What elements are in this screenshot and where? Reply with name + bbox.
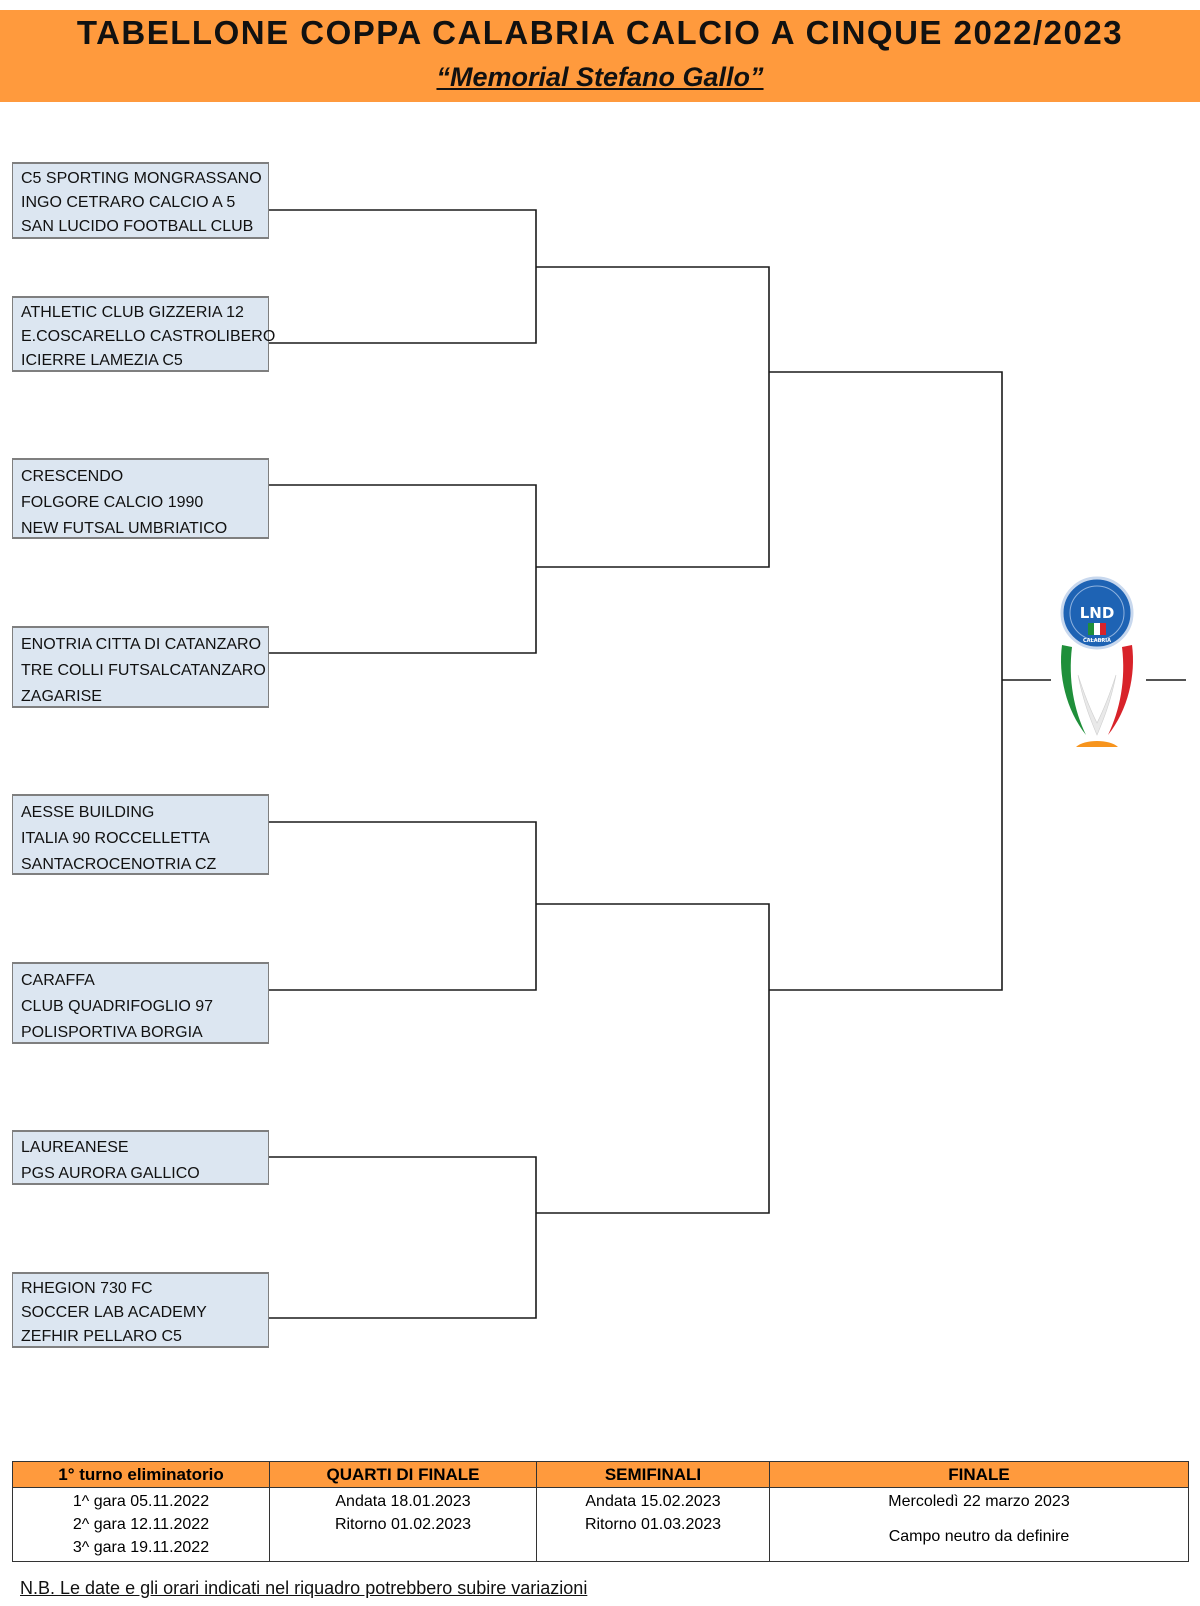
lnd-cup-logo: LND CALABRIA: [1060, 576, 1134, 747]
team-name: TRE COLLI FUTSALCATANZARO: [21, 662, 266, 679]
bracket-line: [536, 903, 770, 1214]
header-banner: [0, 10, 1200, 102]
team-name: INGO CETRARO CALCIO A 5: [21, 194, 236, 211]
team-name: ZAGARISE: [21, 688, 102, 705]
bracket-line: [269, 209, 537, 344]
bracket-line: [269, 1156, 537, 1319]
schedule-date: Mercoledì 22 marzo 2023: [888, 1493, 1070, 1510]
bracket-line: [769, 371, 1003, 991]
schedule-date: 1^ gara 05.11.2022: [72, 1493, 210, 1510]
team-name: C5 SPORTING MONGRASSANO: [21, 170, 262, 187]
team-name: RHEGION 730 FC: [21, 1280, 153, 1297]
logo-text: LND: [1080, 604, 1115, 622]
team-name: NEW FUTSAL UMBRIATICO: [21, 520, 228, 537]
bracket-line: [269, 484, 537, 654]
page-subtitle: “Memorial Stefano Gallo”: [436, 62, 764, 92]
schedule-cell: Andata 15.02.2023 Ritorno 01.03.2023: [536, 1487, 770, 1562]
red-ribbon-icon: [1108, 645, 1133, 735]
logo-region: CALABRIA: [1083, 638, 1111, 644]
bracket-lines: [269, 209, 1186, 1319]
green-ribbon-icon: [1061, 645, 1086, 735]
bracket-line: [269, 821, 537, 991]
schedule-cell: 1^ gara 05.11.2022 2^ gara 12.11.2022 3^…: [12, 1487, 270, 1562]
team-name: PGS AURORA GALLICO: [21, 1165, 200, 1182]
team-group: RHEGION 730 FC SOCCER LAB ACADEMY ZEFHIR…: [12, 1272, 269, 1348]
team-name: ENOTRIA CITTA DI CATANZARO: [21, 636, 262, 653]
team-name: ZEFHIR PELLARO C5: [21, 1328, 182, 1345]
team-name: FOLGORE CALCIO 1990: [21, 494, 204, 511]
schedule-date: 3^ gara 19.11.2022: [72, 1539, 210, 1556]
schedule-date: Ritorno 01.03.2023: [584, 1516, 722, 1533]
team-group: CARAFFA CLUB QUADRIFOGLIO 97 POLISPORTIV…: [12, 962, 269, 1044]
white-ribbon-icon: [1077, 674, 1117, 736]
team-group: CRESCENDO FOLGORE CALCIO 1990 NEW FUTSAL…: [12, 458, 269, 539]
schedule-date: Ritorno 01.02.2023: [334, 1516, 472, 1533]
team-group: AESSE BUILDING ITALIA 90 ROCCELLETTA SAN…: [12, 794, 269, 875]
page-title: TABELLONE COPPA CALABRIA CALCIO A CINQUE…: [76, 14, 1124, 51]
schedule-cell: Andata 18.01.2023 Ritorno 01.02.2023: [269, 1487, 537, 1562]
team-name: E.COSCARELLO CASTROLIBERO: [21, 328, 276, 345]
schedule-header-row: 1° turno eliminatorio QUARTI DI FINALE S…: [12, 1461, 1189, 1488]
bracket-line: [536, 266, 770, 568]
team-name: ITALIA 90 ROCCELLETTA: [21, 830, 210, 847]
team-name: LAUREANESE: [21, 1139, 129, 1156]
schedule-row: 1^ gara 05.11.2022 2^ gara 12.11.2022 3^…: [12, 1487, 1189, 1562]
team-name: ATHLETIC CLUB GIZZERIA 12: [21, 304, 244, 321]
cup-base-icon: [1076, 741, 1118, 747]
team-name: ICIERRE LAMEZIA C5: [21, 352, 183, 369]
team-name: CRESCENDO: [21, 468, 124, 485]
schedule-header: FINALE: [769, 1461, 1189, 1488]
team-name: POLISPORTIVA BORGIA: [21, 1024, 203, 1041]
team-name: SOCCER LAB ACADEMY: [21, 1304, 207, 1321]
schedule-date: 2^ gara 12.11.2022: [72, 1516, 210, 1533]
schedule-cell: Mercoledì 22 marzo 2023 Campo neutro da …: [769, 1487, 1189, 1562]
footnote: N.B. Le date e gli orari indicati nel ri…: [20, 1578, 588, 1598]
schedule-header: SEMIFINALI: [536, 1461, 770, 1488]
schedule-date: Andata 18.01.2023: [335, 1493, 471, 1510]
team-name: CARAFFA: [21, 972, 95, 989]
schedule-date: Andata 15.02.2023: [585, 1493, 721, 1510]
schedule-header: QUARTI DI FINALE: [269, 1461, 537, 1488]
team-name: AESSE BUILDING: [21, 804, 155, 821]
team-group: C5 SPORTING MONGRASSANO INGO CETRARO CAL…: [12, 162, 269, 239]
team-group: ENOTRIA CITTA DI CATANZARO TRE COLLI FUT…: [12, 626, 269, 708]
schedule-header: 1° turno eliminatorio: [12, 1461, 270, 1488]
schedule-table: 1° turno eliminatorio QUARTI DI FINALE S…: [12, 1461, 1189, 1562]
team-group: ATHLETIC CLUB GIZZERIA 12 E.COSCARELLO C…: [12, 296, 276, 372]
team-name: SAN LUCIDO FOOTBALL CLUB: [21, 218, 254, 235]
schedule-venue: Campo neutro da definire: [888, 1528, 1070, 1545]
team-name: SANTACROCENOTRIA CZ: [21, 856, 217, 873]
team-name: CLUB QUADRIFOGLIO 97: [21, 998, 214, 1015]
medallion-icon: [1060, 576, 1134, 650]
team-group: LAUREANESE PGS AURORA GALLICO: [12, 1130, 269, 1185]
